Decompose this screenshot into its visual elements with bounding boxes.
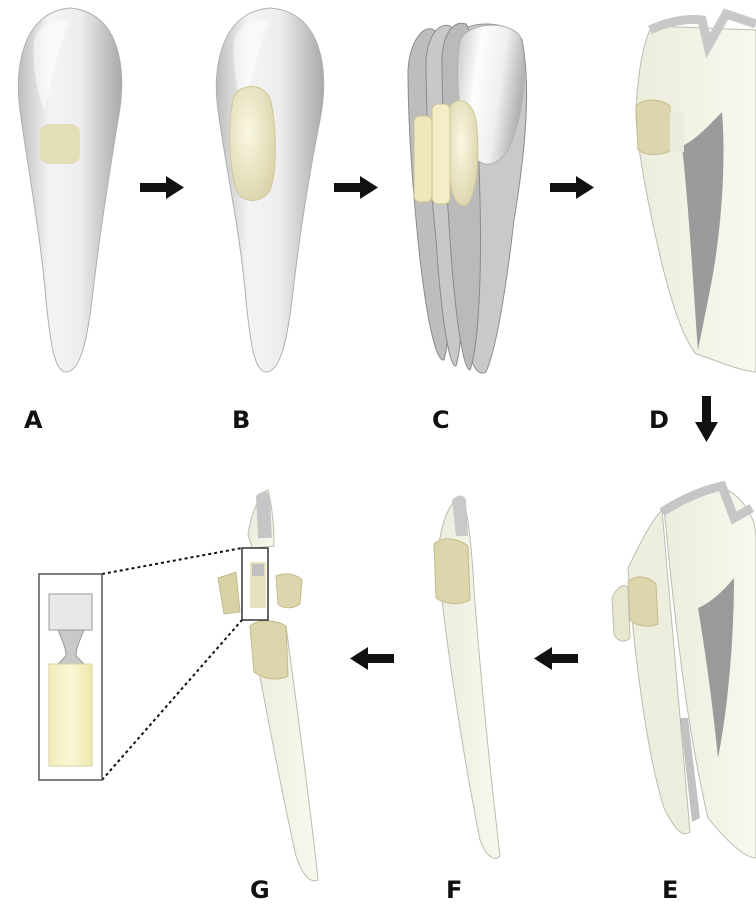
tooth-c-restoration-1 (414, 116, 432, 202)
label-f: F (446, 876, 462, 904)
label-e: E (662, 876, 678, 904)
tooth-e-restoration (628, 577, 658, 626)
tooth-e (612, 486, 756, 858)
tooth-c (408, 23, 527, 373)
tooth-e-slice-outer (612, 586, 630, 641)
label-a: A (24, 406, 43, 434)
tooth-b-restoration (230, 87, 276, 201)
tooth-g-left-block (218, 572, 240, 614)
arrow-right-icon (140, 176, 184, 199)
tooth-f-restoration (434, 539, 470, 604)
tooth-d-restoration (636, 100, 672, 155)
tooth-c-restoration-3 (450, 101, 478, 206)
tooth-a-cavity (40, 124, 80, 164)
arrow-right-icon (550, 176, 594, 199)
tooth-f (434, 496, 500, 859)
tooth-g-enamel (256, 492, 272, 538)
inset-top-block (49, 594, 92, 630)
tooth-c-restoration-2 (432, 104, 450, 204)
arrow-down-icon (695, 396, 718, 442)
tooth-g-right-block (276, 574, 302, 608)
inset-leader-bottom (102, 620, 242, 780)
label-g: G (250, 876, 270, 904)
label-b: B (232, 406, 250, 434)
tooth-a-root (18, 8, 121, 372)
arrow-left-icon (350, 647, 394, 670)
tooth-d-restoration-edge (670, 112, 684, 152)
label-d: D (649, 406, 669, 434)
tooth-g-beam-top (252, 564, 264, 576)
inset-leader-top (102, 548, 242, 574)
inset-lower-block (49, 664, 92, 766)
tooth-d (636, 14, 756, 372)
arrow-right-icon (334, 176, 378, 199)
label-c: C (432, 406, 450, 434)
tooth-a (18, 8, 121, 372)
arrow-left-icon (534, 647, 578, 670)
tooth-g-lower-restoration (250, 621, 288, 679)
inset-magnified-specimen (39, 574, 102, 780)
tooth-b (216, 8, 323, 372)
